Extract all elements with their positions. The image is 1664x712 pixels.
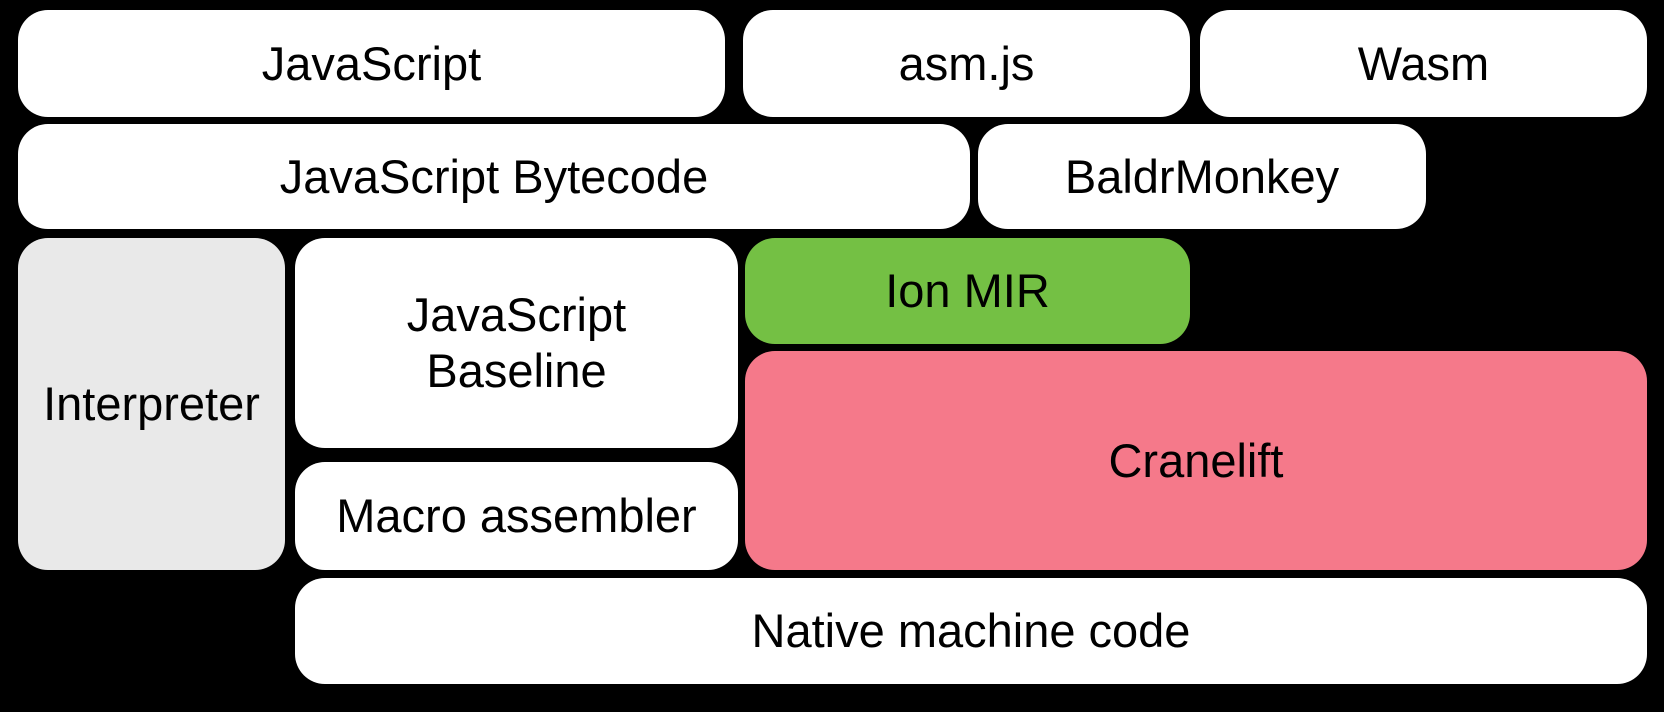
node-macro-assembler: Macro assembler bbox=[295, 462, 738, 570]
node-javascript-bytecode: JavaScript Bytecode bbox=[18, 124, 970, 229]
node-asmjs: asm.js bbox=[743, 10, 1190, 117]
node-baldrmonkey: BaldrMonkey bbox=[978, 124, 1426, 229]
node-native-machine-code: Native machine code bbox=[295, 578, 1647, 684]
node-ion-mir: Ion MIR bbox=[745, 238, 1190, 344]
node-wasm: Wasm bbox=[1200, 10, 1647, 117]
node-javascript-baseline: JavaScript Baseline bbox=[295, 238, 738, 448]
node-javascript: JavaScript bbox=[18, 10, 725, 117]
node-cranelift: Cranelift bbox=[745, 351, 1647, 570]
node-interpreter: Interpreter bbox=[18, 238, 285, 570]
